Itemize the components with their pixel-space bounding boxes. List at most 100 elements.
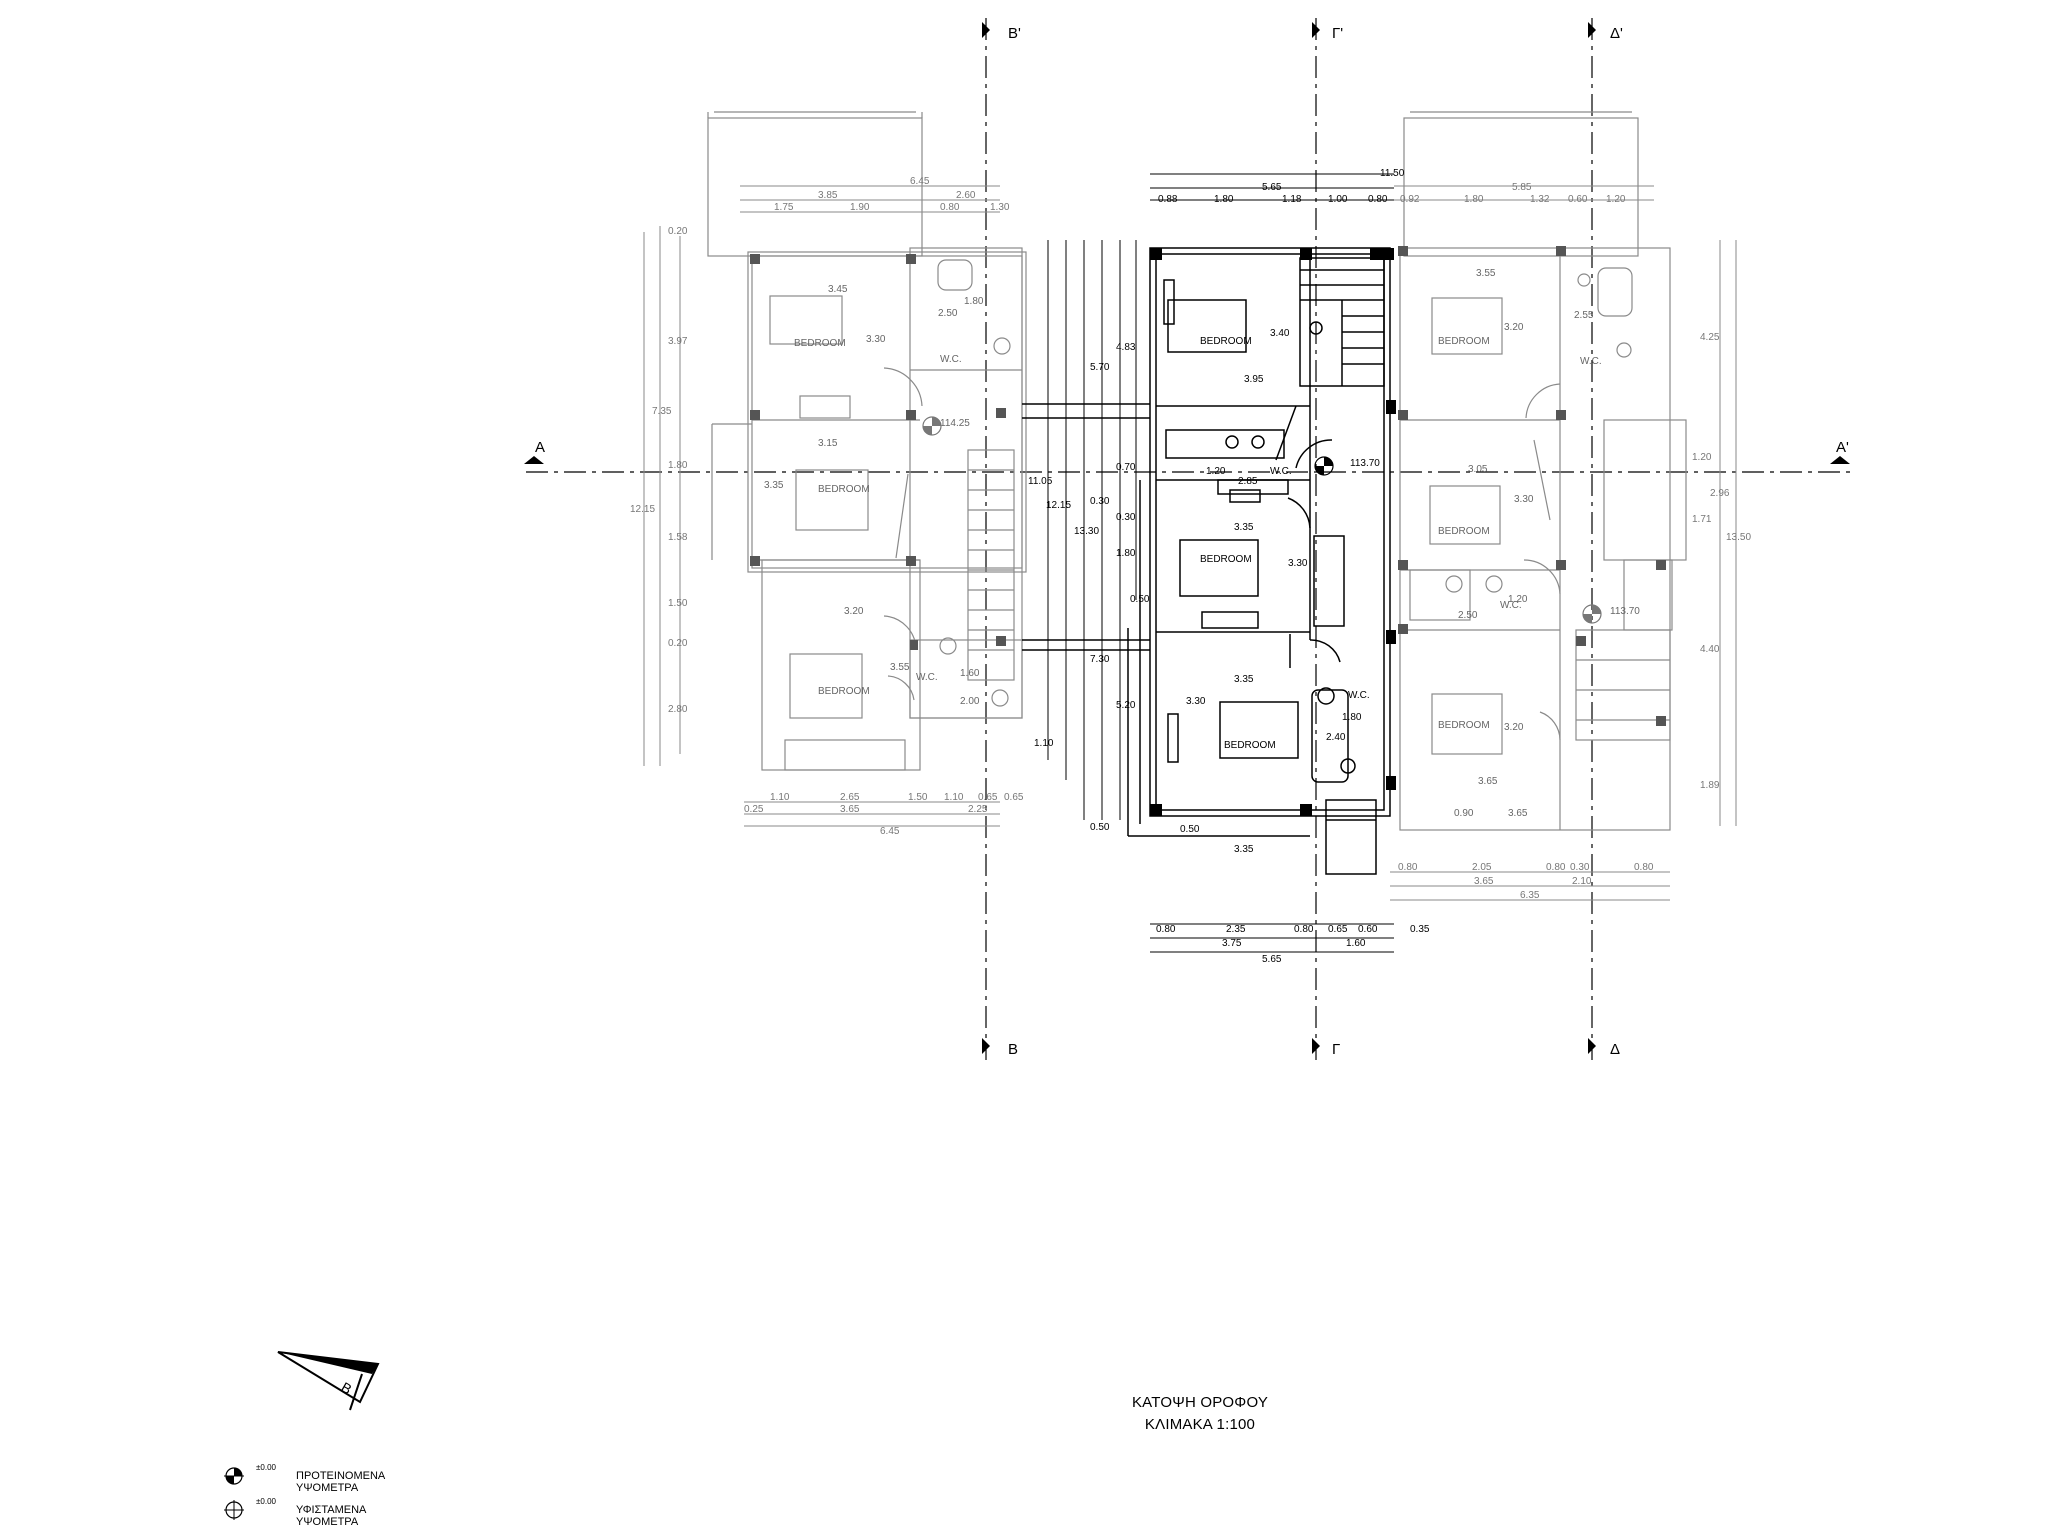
center-room3-label: BEDROOM (1224, 740, 1276, 751)
left-room3-label: BEDROOM (818, 686, 870, 697)
dim: 5.20 (1116, 700, 1136, 711)
right-wc2-label: W.C. (1500, 600, 1522, 611)
right-unit (1399, 111, 1687, 831)
dim: 0.65 (1004, 792, 1024, 803)
dim: 1.50 (908, 792, 928, 803)
proposed-level-icon (224, 1467, 244, 1485)
dim: 0.65 (1328, 924, 1348, 935)
dim: 13.30 (1074, 526, 1099, 537)
right-room3-label: BEDROOM (1438, 720, 1490, 731)
dim: 3.35 (1234, 674, 1254, 685)
dim: 3.97 (668, 336, 688, 347)
right-unit-labels: BEDROOM BEDROOM BEDROOM W.C. W.C. 113.70… (1438, 268, 1640, 819)
center-room1-label: BEDROOM (1200, 336, 1252, 347)
dim: 0.35 (1410, 924, 1430, 935)
section-label-b-top: Β' (1008, 25, 1021, 42)
dim: 3.65 (1474, 876, 1494, 887)
dim: 2.05 (1472, 862, 1492, 873)
dim: 2.40 (1326, 732, 1346, 743)
dim: 1.89 (1700, 780, 1720, 791)
left-room1-label: BEDROOM (794, 338, 846, 349)
dim: 0.20 (668, 638, 688, 649)
dim: 3.65 (840, 804, 860, 815)
dim: 6.35 (1520, 890, 1540, 901)
center-room2-label: BEDROOM (1200, 554, 1252, 565)
dim: 0.80 (1634, 862, 1654, 873)
dim: 1.58 (668, 532, 688, 543)
section-label-d-top: Δ' (1610, 25, 1623, 42)
dim: 3.15 (818, 438, 838, 449)
left-wc2-label: W.C. (916, 672, 938, 683)
dim: 1.60 (1346, 938, 1366, 949)
dim: 1.80 (1342, 712, 1362, 723)
legend-level-value: ±0.00 (256, 1463, 276, 1472)
dim: 3.65 (1478, 776, 1498, 787)
dim: 1.10 (1034, 738, 1054, 749)
dim: 0.25 (744, 804, 764, 815)
dim: 1.20 (1206, 466, 1226, 477)
right-dimension-lines (1390, 185, 1737, 901)
dim: 6.45 (880, 826, 900, 837)
dim: 3.35 (764, 480, 784, 491)
dim: 2.25 (968, 804, 988, 815)
dim: 1.10 (770, 792, 790, 803)
section-label-g-bottom: Γ (1332, 1041, 1340, 1058)
dim: 1.71 (1692, 514, 1712, 525)
title-line-1: ΚΑΤΟΨΗ ΟΡΟΦΟΥ (1131, 1394, 1269, 1411)
dim: 11.50 (1380, 168, 1405, 179)
dim: 3.20 (1504, 322, 1524, 333)
dim: 0.50 (1130, 594, 1150, 605)
dim: 2.55 (1574, 310, 1594, 321)
dim: 11.05 (1028, 476, 1053, 487)
dim: 1.80 (964, 296, 984, 307)
center-wc1-label: W.C. (1270, 466, 1292, 477)
legend-label: ΠΡΟΤΕΙΝΟΜΕΝΑ ΥΨΟΜΕΤΡΑ (296, 1470, 385, 1494)
center-dimension-texts: 11.50 5.65 0.88 1.80 1.18 1.00 0.80 11.0… (1028, 168, 1430, 965)
dim: 1.80 (668, 460, 688, 471)
north-arrow-icon: B (277, 1351, 380, 1411)
dim: 1.80 (1214, 194, 1234, 205)
dim: 4.40 (1700, 644, 1720, 655)
section-label-d-bottom: Δ (1610, 1041, 1620, 1058)
dim: 3.95 (1244, 374, 1264, 385)
dim: 0.30 (1116, 512, 1136, 523)
right-dimension-texts: 5.85 0.92 1.80 1.32 0.60 1.20 4.25 1.20 … (1398, 182, 1751, 901)
right-unit-columns (1398, 246, 1666, 726)
dim: 4.83 (1116, 342, 1136, 353)
dim: 7.35 (652, 406, 672, 417)
dim: 1.80 (1464, 194, 1484, 205)
dim: 3.65 (1508, 808, 1528, 819)
dim: 0.80 (1294, 924, 1314, 935)
dim: 12.15 (630, 504, 655, 515)
right-room2-label: BEDROOM (1438, 526, 1490, 537)
dim: 3.55 (1476, 268, 1496, 279)
legend-label: ΥΦΙΣΤΑΜΕΝΑ ΥΨΟΜΕΤΡΑ (296, 1504, 366, 1528)
dim: 0.70 (1116, 462, 1136, 473)
dim: 3.30 (866, 334, 886, 345)
dim: 1.90 (850, 202, 870, 213)
dim: 5.65 (1262, 182, 1282, 193)
dim: 0.30 (1570, 862, 1590, 873)
dim: 2.96 (1710, 488, 1730, 499)
drawing-title: ΚΑΤΟΨΗ ΟΡΟΦΟΥ ΚΛΙΜΑΚΑ 1:100 (1050, 1392, 1350, 1436)
dim: 2.80 (668, 704, 688, 715)
dim: 0.80 (1368, 194, 1388, 205)
left-room2-label: BEDROOM (818, 484, 870, 495)
dim: 13.50 (1726, 532, 1751, 543)
center-unit-labels: BEDROOM BEDROOM BEDROOM W.C. W.C. 113.70… (1180, 328, 1380, 855)
dim: 1.20 (1606, 194, 1626, 205)
right-room1-label: BEDROOM (1438, 336, 1490, 347)
dim: 0.50 (1090, 822, 1110, 833)
left-level: 114.25 (940, 418, 970, 429)
section-label-a-left: Α (535, 439, 545, 456)
right-wc1-label: W.C. (1580, 356, 1602, 367)
dim: 3.20 (844, 606, 864, 617)
dim: 5.70 (1090, 362, 1110, 373)
dim: 1.10 (944, 792, 964, 803)
dim: 3.40 (1270, 328, 1290, 339)
dim: 3.75 (1222, 938, 1242, 949)
dim: 3.30 (1514, 494, 1534, 505)
section-label-b-bottom: Β (1008, 1041, 1018, 1058)
dim: 2.50 (938, 308, 958, 319)
